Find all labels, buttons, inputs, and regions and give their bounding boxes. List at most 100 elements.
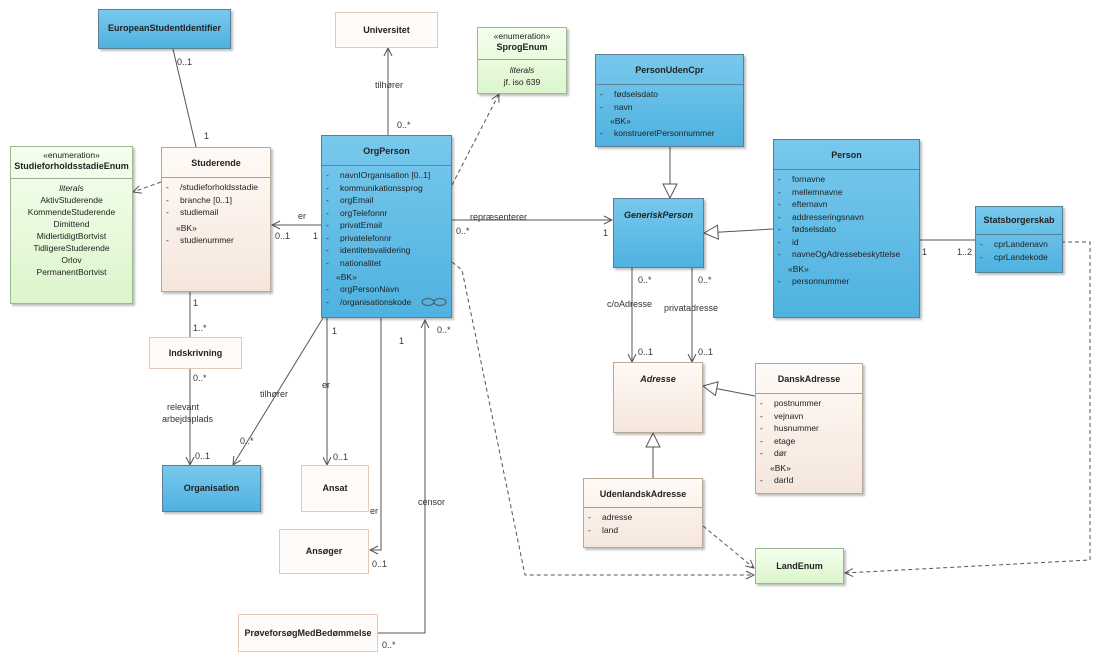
class-generisk-person[interactable]: GeneriskPerson xyxy=(613,198,704,268)
multiplicity-label: 0..* xyxy=(193,373,207,383)
enum-studieforholdsstadie[interactable]: «enumeration» StudieforholdsstadieEnum l… xyxy=(10,146,133,304)
class-ansat[interactable]: Ansat xyxy=(301,465,369,512)
role-label: repræsenterer xyxy=(470,212,528,222)
class-statsborgerskab[interactable]: Statsborgerskab -cprLandenavn -cprLandek… xyxy=(975,206,1063,273)
attribute: -navn xyxy=(600,101,633,112)
multiplicity-label: 1 xyxy=(922,247,928,257)
attribute: -adresse xyxy=(588,512,633,522)
class-studerende[interactable]: Studerende -/studieforholdsstadie -branc… xyxy=(161,147,271,292)
divider xyxy=(976,234,1062,235)
enum-literal: Orlov xyxy=(61,255,82,265)
bk-stereotype: «BK» xyxy=(788,263,809,274)
attribute-list: -cprLandenavn -cprLandekode xyxy=(976,235,1062,265)
attribute-list: -postnummer -vejnavn -husnummer -etage -… xyxy=(756,394,862,488)
class-name: Universitet xyxy=(363,25,410,35)
role-label: er xyxy=(322,380,331,390)
class-name: OrgPerson xyxy=(363,146,410,156)
literals-title: literals xyxy=(59,183,84,193)
multiplicity-label: 0..1 xyxy=(638,347,654,357)
role-label: c/oAdresse xyxy=(607,299,653,309)
multiplicity-label: 1 xyxy=(603,228,609,238)
attribute: -fødselsdato xyxy=(600,89,658,99)
literals-title: literals xyxy=(509,65,535,75)
class-name: DanskAdresse xyxy=(777,374,841,384)
class-adresse[interactable]: Adresse xyxy=(613,362,703,433)
attribute: -studiemail xyxy=(166,207,219,217)
enum-literal: MidlertidigtBortvist xyxy=(36,231,107,241)
bk-stereotype: «BK» xyxy=(610,116,631,126)
attribute: -postnummer xyxy=(760,398,822,408)
multiplicity-label: 0..* xyxy=(638,275,652,285)
class-person-uden-cpr[interactable]: PersonUdenCpr -fødselsdato -navn «BK» -k… xyxy=(595,54,744,147)
bk-stereotype: «BK» xyxy=(770,462,791,473)
class-organisation[interactable]: Organisation xyxy=(162,465,261,512)
role-label: er xyxy=(298,211,307,221)
divider xyxy=(322,165,451,166)
attribute: -dør xyxy=(760,448,787,458)
divider xyxy=(478,59,566,60)
class-name: Organisation xyxy=(183,483,240,493)
bk-attribute: -konstrueretPersonnummer xyxy=(600,128,715,138)
attribute: -addresseringsnavn xyxy=(778,211,864,222)
class-name: GeneriskPerson xyxy=(623,210,694,220)
enum-literal: jf. iso 639 xyxy=(503,77,541,87)
class-udenlandsk-adresse[interactable]: UdenlandskAdresse -adresse -land xyxy=(583,478,703,548)
multiplicity-label: 0..* xyxy=(382,640,396,650)
attribute-list: -fødselsdato -navn «BK» -konstrueretPers… xyxy=(596,85,743,142)
divider xyxy=(596,84,743,85)
divider xyxy=(584,507,702,508)
multiplicity-label: 1 xyxy=(204,131,210,141)
attribute: -id xyxy=(778,236,799,247)
class-proveforsog-med-bedommelse[interactable]: PrøveforsøgMedBedømmelse xyxy=(238,614,378,652)
class-name: UdenlandskAdresse xyxy=(599,489,687,499)
attribute: -fornavne xyxy=(778,174,826,184)
bk-attribute: -/organisationskode xyxy=(326,296,412,307)
bk-attribute: -orgPersonNavn xyxy=(326,284,400,294)
attribute: -navneOgAdressebeskyttelse xyxy=(778,249,901,259)
role-label: censor xyxy=(418,497,446,507)
enum-land[interactable]: LandEnum xyxy=(755,548,844,584)
bk-stereotype: «BK» xyxy=(336,272,357,282)
role-label: tilhører xyxy=(375,80,404,90)
attribute: -nationalitet xyxy=(326,257,382,268)
multiplicity-label: 0..* xyxy=(698,275,712,285)
attribute-list: -navnIOrganisation [0..1] -kommunikation… xyxy=(322,166,451,310)
bk-stereotype: «BK» xyxy=(176,222,197,233)
class-orgperson[interactable]: OrgPerson -navnIOrganisation [0..1] -kom… xyxy=(321,135,452,318)
attribute: -efternavn xyxy=(778,199,828,209)
enum-sprog[interactable]: «enumeration» SprogEnum literals jf. iso… xyxy=(477,27,567,94)
class-name: Ansøger xyxy=(305,546,343,556)
enum-name: SprogEnum xyxy=(496,42,548,52)
attribute-list: -adresse -land xyxy=(584,508,702,538)
class-name: Adresse xyxy=(640,374,676,384)
multiplicity-label: 0..1 xyxy=(698,347,714,357)
class-name: PrøveforsøgMedBedømmelse xyxy=(244,628,372,638)
class-person[interactable]: Person -fornavne -mellemnavne -efternavn… xyxy=(773,139,920,318)
multiplicity-label: 0..1 xyxy=(177,57,193,67)
attribute: -identitetsvalidering xyxy=(326,245,411,255)
class-dansk-adresse[interactable]: DanskAdresse -postnummer -vejnavn -husnu… xyxy=(755,363,863,494)
attribute: -land xyxy=(588,524,619,535)
enum-literal: AktivStuderende xyxy=(40,195,103,205)
role-label: relevant xyxy=(167,402,200,412)
class-name: Indskrivning xyxy=(168,348,223,358)
attribute: -cprLandekode xyxy=(980,251,1048,262)
class-name: Statsborgerskab xyxy=(983,215,1055,225)
class-name: Studerende xyxy=(191,158,241,168)
multiplicity-label: 1 xyxy=(399,336,405,346)
class-indskrivning[interactable]: Indskrivning xyxy=(149,337,242,369)
divider xyxy=(774,169,919,170)
multiplicity-label: 1 xyxy=(193,298,199,308)
class-ansoger[interactable]: Ansøger xyxy=(279,529,369,574)
attribute: -privatelefonnr xyxy=(326,232,392,243)
role-label: arbejdsplads xyxy=(162,414,214,424)
stereotype: «enumeration» xyxy=(493,31,551,41)
class-european-student-identifier[interactable]: EuropeanStudentIdentifier xyxy=(98,9,231,49)
class-universitet[interactable]: Universitet xyxy=(335,12,438,48)
attribute: -orgTelefonnr xyxy=(326,207,388,218)
multiplicity-label: 0..* xyxy=(397,120,411,130)
divider xyxy=(11,178,132,179)
attribute: -husnummer xyxy=(760,423,819,433)
